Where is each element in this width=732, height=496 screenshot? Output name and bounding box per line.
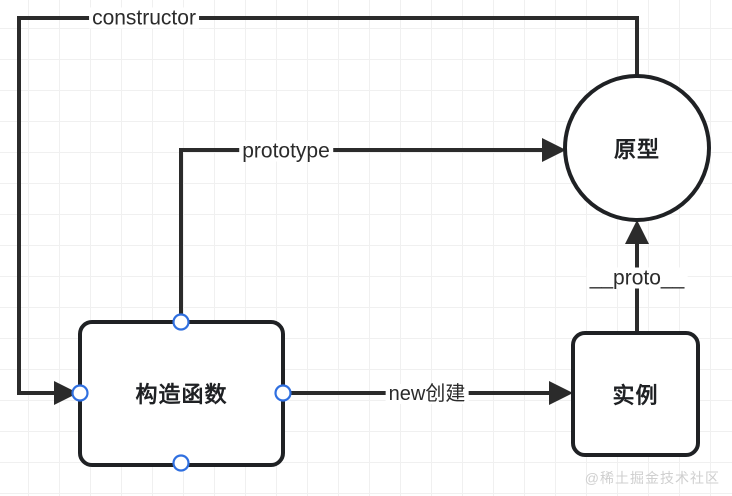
edge-constructor-label: constructor	[89, 7, 199, 29]
edge-prototype-arrowhead	[542, 138, 566, 162]
node-constructor[interactable]	[78, 320, 285, 467]
handle-constructor-top[interactable]	[172, 313, 190, 331]
node-instance[interactable]	[571, 331, 700, 457]
edge-proto-label: __proto__	[586, 267, 688, 289]
watermark: @稀土掘金技术社区	[584, 470, 720, 486]
edge-constructor-arrowhead	[54, 381, 78, 405]
edge-prototype-path[interactable]	[179, 148, 550, 322]
edge-new-arrowhead	[549, 381, 573, 405]
handle-constructor-right[interactable]	[274, 384, 292, 402]
edge-new-label: new创建	[385, 384, 469, 404]
edge-proto-arrowhead	[625, 220, 649, 244]
edge-constructor-path[interactable]	[17, 16, 639, 395]
handle-constructor-bottom[interactable]	[172, 454, 190, 472]
edge-constructor[interactable]	[17, 16, 639, 405]
edge-prototype[interactable]	[179, 138, 566, 322]
edge-prototype-label: prototype	[239, 140, 333, 162]
handle-constructor-left[interactable]	[71, 384, 89, 402]
node-prototype[interactable]	[563, 74, 711, 222]
